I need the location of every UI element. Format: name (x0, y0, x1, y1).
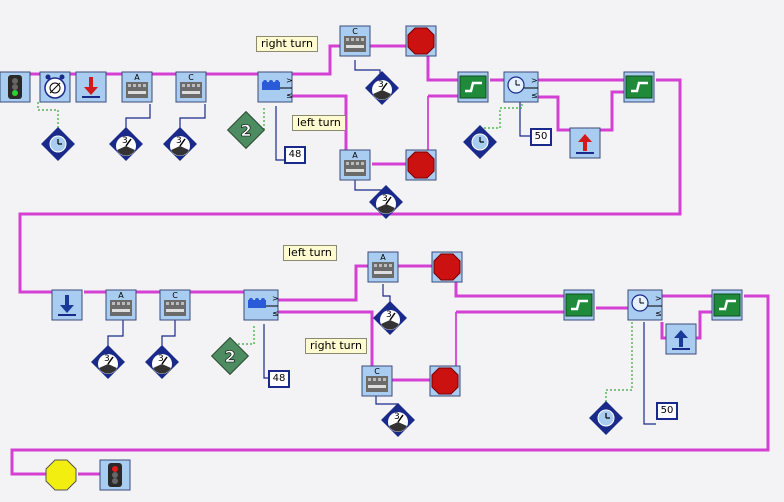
motor-port-label: A (118, 291, 124, 300)
data-wires (107, 60, 656, 425)
count-value-box[interactable]: 48 (268, 370, 290, 388)
timer-sensor-icon (40, 126, 76, 162)
stop-sign-icon[interactable] (405, 25, 437, 57)
touch-sensor-icon[interactable] (710, 288, 744, 322)
repeat-count-diamond: 2 (226, 110, 266, 150)
power-dial-icon: 3 (108, 126, 144, 162)
motor-c-right-turn-block[interactable]: C (361, 365, 393, 397)
stop-sign-icon[interactable] (431, 251, 463, 283)
comment-label: left turn (292, 115, 346, 131)
power-dial-icon: 3 (372, 300, 408, 336)
end-traffic-light-icon[interactable] (99, 459, 131, 491)
motor-port-label: A (380, 253, 386, 262)
power-level: 3 (382, 194, 388, 204)
power-level: 3 (158, 354, 164, 364)
motor-c-block[interactable]: C (175, 71, 207, 103)
wire-row-1 (18, 44, 682, 294)
power-dial-icon: 3 (162, 126, 198, 162)
touch-sensor-icon[interactable] (562, 288, 596, 322)
timer-fork-block[interactable] (503, 71, 539, 103)
touch-sensor-icon[interactable] (622, 70, 656, 104)
comment-label: right turn (256, 36, 318, 52)
repeat-count: 2 (240, 121, 251, 140)
motor-port-label: A (352, 151, 358, 160)
reset-timer-icon[interactable] (39, 71, 71, 103)
motor-a-left-turn-block[interactable]: A (367, 251, 399, 283)
wait-value-box[interactable]: 50 (656, 402, 678, 420)
motor-port-label: C (374, 367, 380, 376)
power-dial-icon: 3 (144, 344, 180, 380)
motor-port-label: A (134, 73, 140, 82)
repeat-fork-block[interactable] (243, 289, 280, 321)
motor-port-label: C (172, 291, 178, 300)
motor-port-label: C (352, 27, 358, 36)
timer-sensor-icon (588, 400, 624, 436)
stop-sign-icon[interactable] (405, 149, 437, 181)
motor-a-block[interactable]: A (121, 71, 153, 103)
comment-label: left turn (283, 245, 337, 261)
power-dial-icon: 3 (364, 70, 400, 106)
power-level: 3 (378, 80, 384, 90)
wait-value-box[interactable]: 50 (530, 128, 552, 146)
comment-label: right turn (305, 338, 367, 354)
timer-sensor-icon (462, 124, 498, 160)
stop-sign-icon[interactable] (429, 365, 461, 397)
motor-c-block[interactable]: C (159, 289, 191, 321)
wire-row-1-links (345, 96, 429, 152)
power-dial-icon: 3 (380, 402, 416, 438)
start-traffic-light-icon[interactable] (0, 71, 31, 103)
power-dial-icon: 3 (368, 184, 404, 220)
power-level: 3 (176, 136, 182, 146)
motor-a-left-turn-block[interactable]: A (339, 149, 371, 181)
motor-port-label: C (188, 73, 194, 82)
touch-sensor-icon[interactable] (456, 70, 490, 104)
power-level: 3 (104, 354, 110, 364)
direction-down-arrow-icon[interactable] (75, 71, 107, 103)
power-level: 3 (394, 412, 400, 422)
repeat-fork-block[interactable] (257, 71, 294, 103)
power-level: 3 (386, 310, 392, 320)
motor-a-block[interactable]: A (105, 289, 137, 321)
motor-c-right-turn-block[interactable]: C (339, 25, 371, 57)
power-dial-icon: 3 (90, 344, 126, 380)
timer-fork-block[interactable] (627, 289, 663, 321)
repeat-count: 2 (224, 347, 235, 366)
count-value-box[interactable]: 48 (284, 146, 306, 164)
power-level: 3 (122, 136, 128, 146)
repeat-count-diamond: 2 (210, 336, 250, 376)
direction-down-arrow-icon[interactable] (51, 289, 83, 321)
direction-up-arrow-icon[interactable] (569, 127, 601, 159)
end-stop-sign-icon[interactable] (45, 459, 77, 491)
direction-up-arrow-icon[interactable] (665, 323, 697, 355)
